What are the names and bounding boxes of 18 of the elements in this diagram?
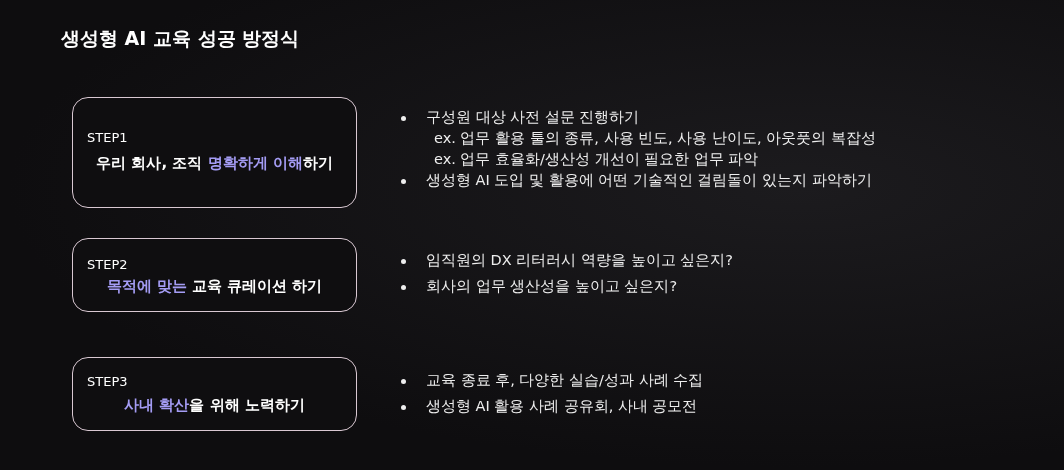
bullet-text: 생성형 AI 도입 및 활용에 어떤 기술적인 걸림돌이 있는지 파악하기	[426, 171, 872, 190]
example-text: ex. 업무 효율화/생산성 개선이 필요한 업무 파악	[434, 150, 759, 169]
example-text: ex. 업무 활용 툴의 종류, 사용 빈도, 사용 난이도, 아웃풋의 복잡성	[434, 129, 876, 148]
step-heading: 사내 확산을 위해 노력하기	[123, 396, 306, 415]
bullet-text: 구성원 대상 사전 설문 진행하기	[426, 108, 640, 127]
step-heading: 우리 회사, 조직 명확하게 이해하기	[95, 154, 334, 173]
diagram-title: 생성형 AI 교육 성공 방정식	[61, 26, 300, 51]
step-box	[72, 357, 357, 431]
bullet-text: 교육 종료 후, 다양한 실습/성과 사례 수집	[426, 371, 704, 390]
step-label: STEP2	[87, 257, 128, 272]
step-label: STEP3	[87, 374, 128, 389]
bullet-text: 임직원의 DX 리터러시 역량을 높이고 싶은지?	[426, 251, 733, 270]
bullet-text: 회사의 업무 생산성을 높이고 싶은지?	[426, 277, 678, 296]
step-label: STEP1	[87, 130, 128, 145]
bullet-text: 생성형 AI 활용 사례 공유회, 사내 공모전	[426, 397, 698, 416]
step-box	[72, 238, 357, 312]
step-heading: 목적에 맞는 교육 큐레이션 하기	[105, 277, 324, 296]
step-box	[72, 97, 357, 208]
